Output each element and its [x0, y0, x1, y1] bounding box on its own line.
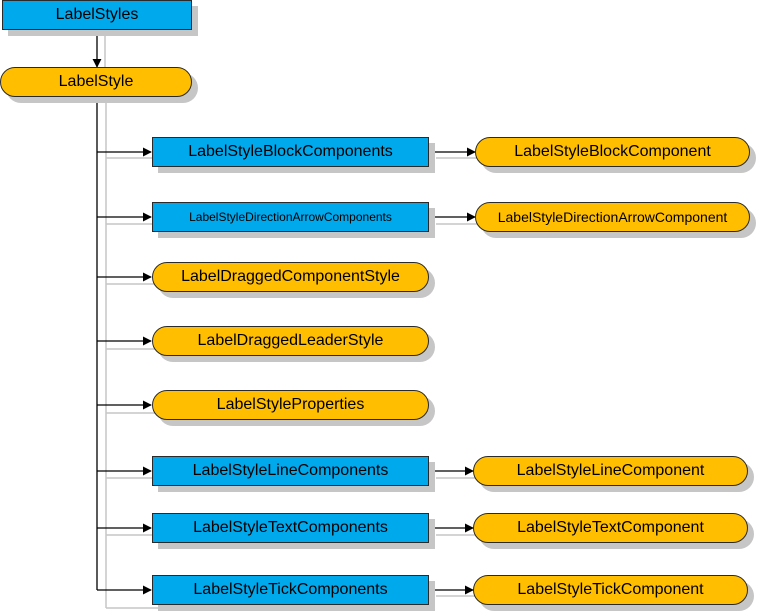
- node-label-style-line-component[interactable]: LabelStyleLineComponent: [473, 456, 748, 486]
- node-label-style-block-component[interactable]: LabelStyleBlockComponent: [475, 137, 750, 167]
- node-label-style[interactable]: LabelStyle: [0, 67, 192, 97]
- node-label-styles[interactable]: LabelStyles: [2, 0, 192, 30]
- node-label-style-tick-components[interactable]: LabelStyleTickComponents: [152, 575, 429, 605]
- node-label-style-properties[interactable]: LabelStyleProperties: [152, 390, 429, 420]
- node-label-style-block-components[interactable]: LabelStyleBlockComponents: [152, 137, 429, 167]
- node-label-style-text-component[interactable]: LabelStyleTextComponent: [473, 513, 748, 543]
- node-label-dragged-leader-style[interactable]: LabelDraggedLeaderStyle: [152, 326, 429, 356]
- node-label-dragged-component-style[interactable]: LabelDraggedComponentStyle: [152, 262, 429, 292]
- node-label-style-line-components[interactable]: LabelStyleLineComponents: [152, 456, 429, 486]
- node-label-style-direction-arrow-components[interactable]: LabelStyleDirectionArrowComponents: [152, 202, 429, 232]
- node-label-style-text-components[interactable]: LabelStyleTextComponents: [152, 513, 429, 543]
- node-label-style-direction-arrow-component[interactable]: LabelStyleDirectionArrowComponent: [475, 202, 750, 232]
- node-label-style-tick-component[interactable]: LabelStyleTickComponent: [473, 575, 748, 605]
